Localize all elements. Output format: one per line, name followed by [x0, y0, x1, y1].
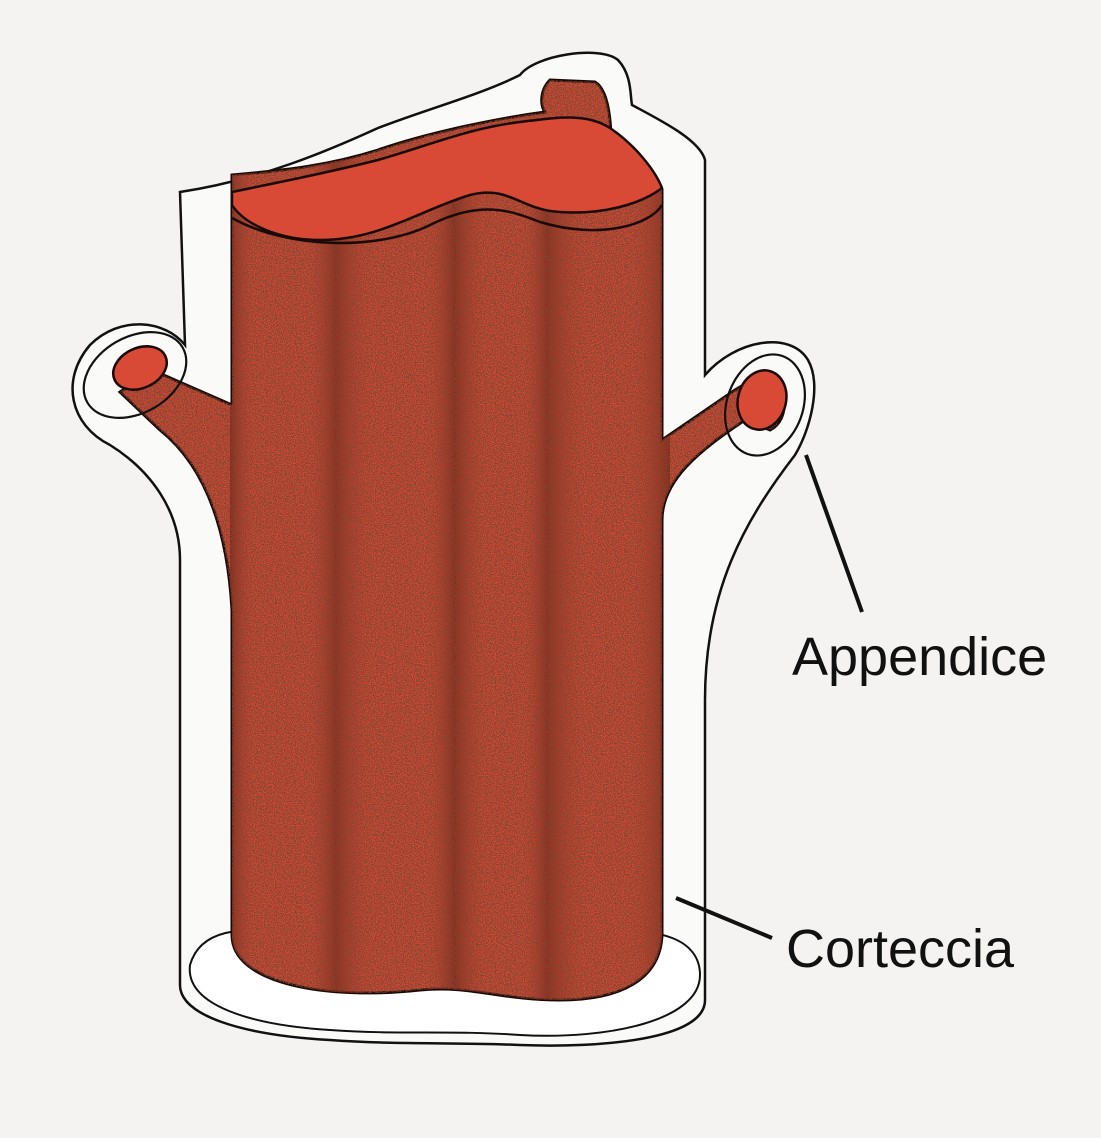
cortex-label: Corteccia [786, 922, 1014, 976]
appendix-leader-line [806, 455, 862, 612]
appendix-label: Appendice [792, 630, 1047, 684]
